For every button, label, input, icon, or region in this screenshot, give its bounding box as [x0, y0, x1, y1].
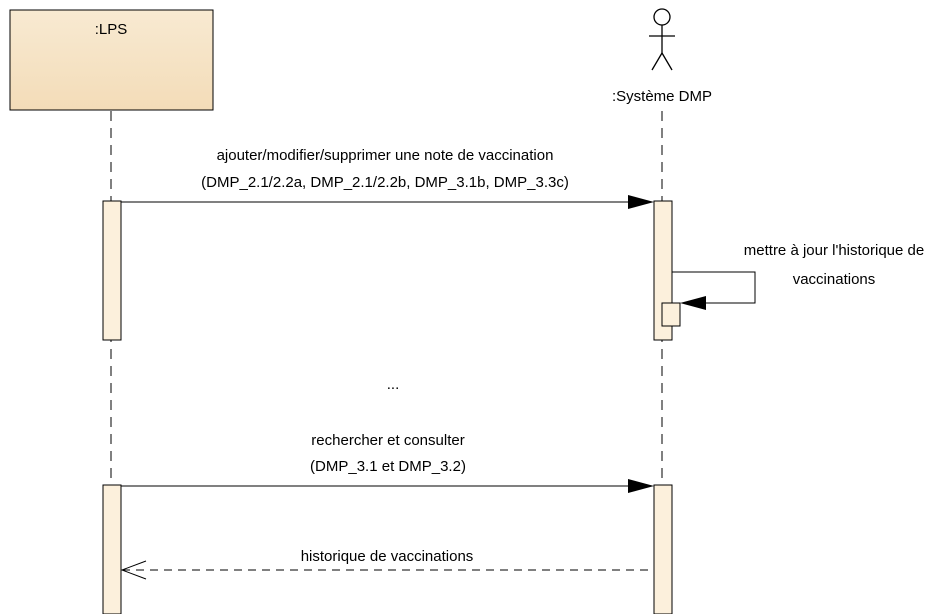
message2-label-line2: (DMP_3.1 et DMP_3.2) — [310, 458, 466, 475]
arrowhead-open-icon — [120, 560, 147, 580]
actor-stick-figure-icon — [649, 8, 675, 71]
arrowhead-filled-icon — [628, 195, 654, 209]
activation-lps-1 — [102, 200, 122, 341]
message2-label-line1: rechercher et consulter — [311, 432, 464, 449]
activation-dmp-2 — [653, 484, 673, 614]
message-self-update-history[interactable]: mettre à jour l'historique de vaccinatio… — [672, 242, 924, 310]
self-message-label-line2: vaccinations — [793, 271, 876, 288]
message-label-line1: ajouter/modifier/supprimer une note de v… — [217, 147, 554, 164]
arrowhead-filled-icon — [680, 296, 706, 310]
message-label-line2: (DMP_2.1/2.2a, DMP_2.1/2.2b, DMP_3.1b, D… — [201, 174, 569, 191]
message-return-history[interactable]: historique de vaccinations — [120, 548, 654, 580]
self-message-label-line1: mettre à jour l'historique de — [744, 242, 924, 259]
participant-dmp-label: :Système DMP — [612, 88, 712, 105]
participant-lps-label: :LPS — [95, 21, 128, 38]
participant-dmp[interactable]: :Système DMP — [612, 8, 712, 105]
message-search-consult[interactable]: rechercher et consulter (DMP_3.1 et DMP_… — [121, 432, 654, 493]
arrowhead-filled-icon — [628, 479, 654, 493]
activation-dmp-self — [661, 302, 681, 327]
activation-lps-2 — [102, 484, 122, 614]
message-add-modify-delete[interactable]: ajouter/modifier/supprimer une note de v… — [121, 147, 654, 209]
ellipsis-gap: ... — [387, 376, 400, 393]
participant-lps[interactable]: :LPS — [9, 9, 214, 111]
return-message-label: historique de vaccinations — [301, 548, 474, 565]
